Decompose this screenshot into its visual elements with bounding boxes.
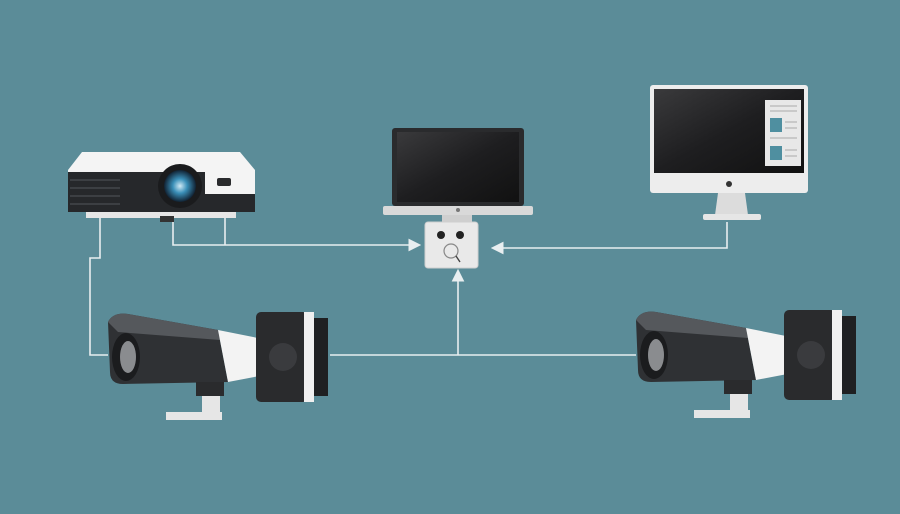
projector-icon[interactable] bbox=[68, 152, 255, 222]
line-desktop-to-hub bbox=[490, 222, 728, 255]
connection-lines bbox=[89, 218, 728, 356]
security-camera-icon[interactable] bbox=[636, 310, 856, 418]
desktop-monitor-icon[interactable] bbox=[650, 85, 808, 220]
line-projector-to-camera bbox=[89, 218, 108, 356]
connection-hub-icon[interactable] bbox=[424, 215, 479, 269]
security-camera-icon[interactable] bbox=[108, 312, 328, 420]
laptop-icon[interactable] bbox=[383, 128, 533, 215]
line-projector-to-hub bbox=[172, 222, 422, 252]
